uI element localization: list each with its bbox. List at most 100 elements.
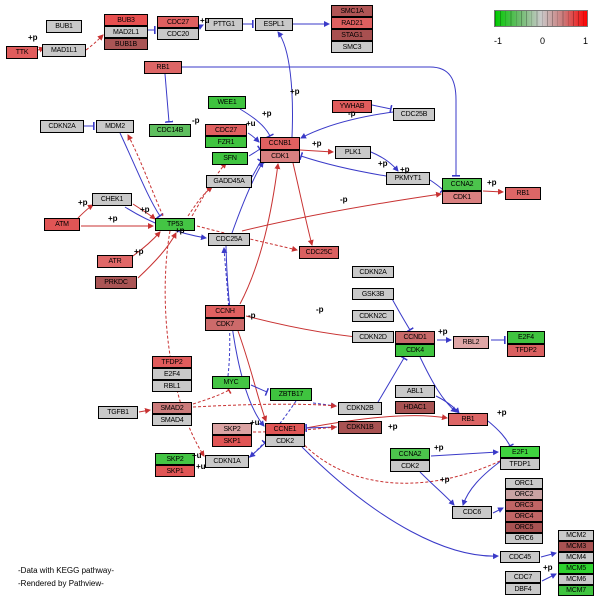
node-orc3: ORC3 [505,500,543,511]
relation-label: +p [440,475,450,484]
pathway-edge [225,245,265,427]
pathway-edge [296,436,501,484]
pathway-edge [187,186,213,217]
pathway-edge [492,507,504,514]
node-bub1b: BUB1B [104,38,148,50]
node-e2f4: E2F4 [152,368,192,380]
node-espl1: ESPL1 [255,18,293,31]
relation-label: -p [316,305,324,314]
node-pttg1: PTTG1 [205,18,243,31]
relation-label: +p [434,443,444,452]
pathway-edge [197,24,204,30]
node-mcm7: MCM7 [558,585,594,596]
relation-label: +u [196,462,206,471]
node-rbl2: RBL2 [453,336,489,349]
node-tfdp2: TFDP2 [507,344,545,357]
relation-label: +p [108,214,118,223]
node-sfn: SFN [212,152,248,165]
node-tgfb1: TGFB1 [98,406,138,419]
pathway-edge [370,151,399,172]
node-pkmyt1: PKMYT1 [386,172,430,185]
pathway-edge [231,161,264,234]
pathway-edge [127,134,164,217]
node-smad4: SMAD4 [152,414,192,426]
node-cdkn1b: CDKN1B [338,421,382,434]
node-rad21: RAD21 [331,17,373,29]
pathway-edge [138,407,151,414]
node-cdk2: CDK2 [390,460,430,472]
node-cdk1: CDK1 [260,150,300,163]
node-cdkn2c: CDKN2C [352,310,394,322]
node-cdc45: CDC45 [500,551,540,563]
node-smc3: SMC3 [331,41,373,53]
node-smc1a: SMC1A [331,5,373,17]
pathway-edge [482,188,504,195]
relation-label: +u [200,16,210,25]
node-cdk2: CDK2 [265,435,305,447]
node-cdk7: CDK7 [205,318,245,331]
node-atr: ATR [97,255,133,268]
relation-label: +u [250,418,260,427]
pathway-edge [312,402,337,409]
pathway-edge [192,402,337,409]
node-chek1: CHEK1 [92,193,132,206]
node-cdc27: CDC27 [157,16,199,28]
pathway-edge [239,108,274,139]
node-tp53: TP53 [155,218,195,231]
pathway-edge [119,132,164,219]
node-orc1: ORC1 [505,478,543,489]
pathway-edge [247,439,269,459]
relation-label: +p [140,205,150,214]
pathway-edge [192,386,232,405]
node-cdkn2a: CDKN2A [40,120,84,133]
node-rbl1: RBL1 [152,380,192,392]
node-cdc7: CDC7 [505,571,541,583]
node-wee1: WEE1 [208,96,246,109]
relation-label: +p [28,33,38,42]
pathway-edge [239,163,281,305]
pathway-edge [196,225,298,252]
relation-label: +p [400,165,410,174]
node-skp1: SKP1 [212,435,252,447]
relation-label: +u [246,119,256,128]
node-ccnh: CCNH [205,305,245,318]
node-skp1: SKP1 [155,465,195,477]
node-ccna2: CCNA2 [442,178,482,191]
pathway-edge [247,132,260,143]
node-tfdp1: TFDP1 [500,458,540,470]
pathway-edge [461,457,506,506]
node-bub1: BUB1 [46,20,82,33]
pathway-edge [435,395,460,414]
pathway-edge [164,73,174,123]
relation-label: +p [78,198,88,207]
node-cdc14b: CDC14B [149,124,191,137]
color-scale-legend: -1 0 1 [494,10,588,46]
pathway-edge [129,231,161,259]
node-skp2: SKP2 [212,423,252,435]
node-gadd45a: GADD45A [206,175,252,188]
node-orc6: ORC6 [505,533,543,544]
node-cdc25b: CDC25B [393,108,435,121]
pathway-edge [137,232,177,279]
node-cdc27: CDC27 [205,124,247,136]
node-stag1: STAG1 [331,29,373,41]
node-orc4: ORC4 [505,511,543,522]
node-e2f1: E2F1 [500,446,540,458]
node-cdkn2a: CDKN2A [352,266,394,278]
pathway-edge [299,152,387,177]
node-e2f4: E2F4 [507,331,545,344]
legend-mid-label: 0 [539,36,545,46]
pathway-edge [250,384,270,396]
node-bub3: BUB3 [104,14,148,26]
node-ttk: TTK [6,46,38,59]
node-mad1l1: MAD1L1 [42,44,86,57]
node-skp2: SKP2 [155,453,195,465]
caption-data-source: -Data with KEGG pathway- [18,566,115,575]
relation-label: -p [248,311,256,320]
relation-label: +p [312,139,322,148]
node-mdm2: MDM2 [96,120,134,133]
relation-label: +p [497,408,507,417]
node-rb1: RB1 [505,187,541,200]
pathway-edge [221,247,231,377]
